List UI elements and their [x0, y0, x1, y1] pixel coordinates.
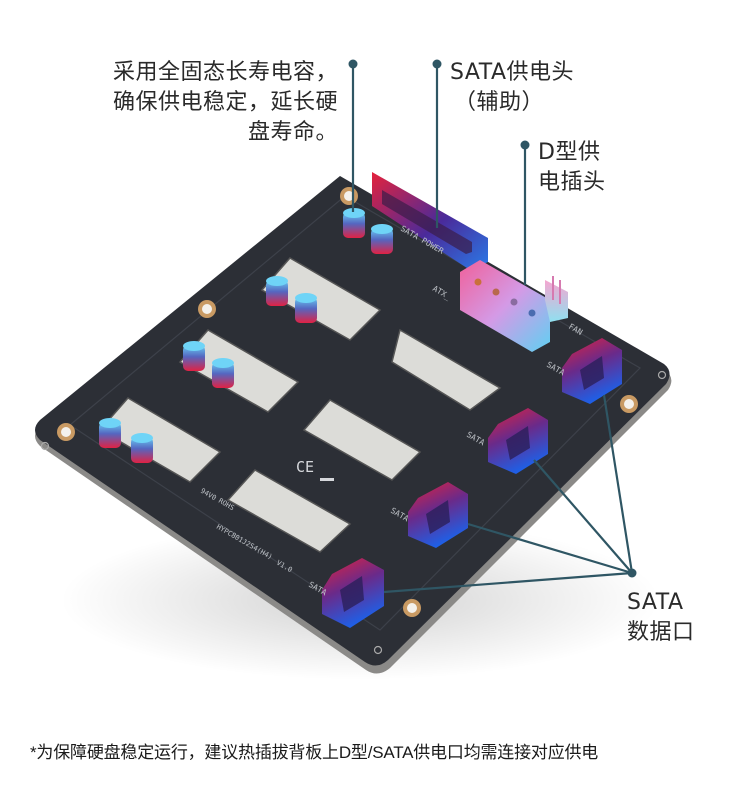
sata-power-connector — [372, 172, 488, 270]
callout-line: 确保供电稳定，延长硬 — [112, 90, 338, 115]
sata-data-ports — [322, 338, 622, 628]
callout-line: 数据口 — [627, 620, 695, 645]
capacitor — [99, 418, 121, 448]
sata-data-leader — [383, 571, 633, 594]
sata-data-port — [488, 408, 548, 474]
ce-mark: CE — [296, 458, 314, 476]
d-type-power-callout: D型供 电插头 — [538, 138, 606, 198]
callout-line: SATA — [627, 590, 684, 615]
sata-data-leader — [467, 522, 633, 575]
capacitor — [371, 224, 393, 254]
leader-dot — [432, 59, 442, 69]
callout-line: 采用全固态长寿电容， — [112, 60, 338, 85]
bay-cutout — [226, 469, 352, 553]
sata-power-callout: SATA供电头 （辅助） — [450, 58, 574, 118]
capacitor-callout: 采用全固态长寿电容， 确保供电稳定，延长硬 盘寿命。 — [60, 58, 338, 148]
capacitor — [266, 276, 288, 306]
capacitor — [183, 341, 205, 371]
leader-dot — [348, 59, 358, 69]
capacitor — [131, 433, 153, 463]
fan-header — [545, 276, 568, 322]
callout-line: 盘寿命。 — [247, 120, 338, 145]
capacitors — [99, 208, 393, 463]
callout-line: SATA供电头 — [450, 60, 574, 85]
leader-lines — [348, 59, 637, 594]
callout-line: D型供 — [538, 140, 601, 165]
sata-data-port — [562, 338, 622, 404]
capacitor — [295, 293, 317, 323]
capacitor — [212, 358, 234, 388]
sata-data-leader — [602, 394, 634, 574]
leader-dot — [627, 568, 637, 578]
sata-data-port — [408, 482, 468, 548]
molex-power-connector — [460, 260, 550, 352]
callout-line: 电插头 — [538, 170, 606, 195]
bay-cutout — [391, 328, 502, 411]
bay-cutout — [302, 399, 422, 481]
sata-data-callout: SATA 数据口 — [627, 588, 695, 648]
leader-dot — [520, 140, 530, 150]
capacitor — [343, 208, 365, 238]
callout-line: （辅助） — [454, 90, 545, 115]
footnote: *为保障硬盘稳定运行，建议热插拔背板上D型/SATA供电口均需连接对应供电 — [30, 743, 599, 762]
weee-bar-icon — [320, 478, 334, 481]
sata-data-port — [322, 558, 384, 628]
sata-data-leader — [533, 459, 633, 574]
